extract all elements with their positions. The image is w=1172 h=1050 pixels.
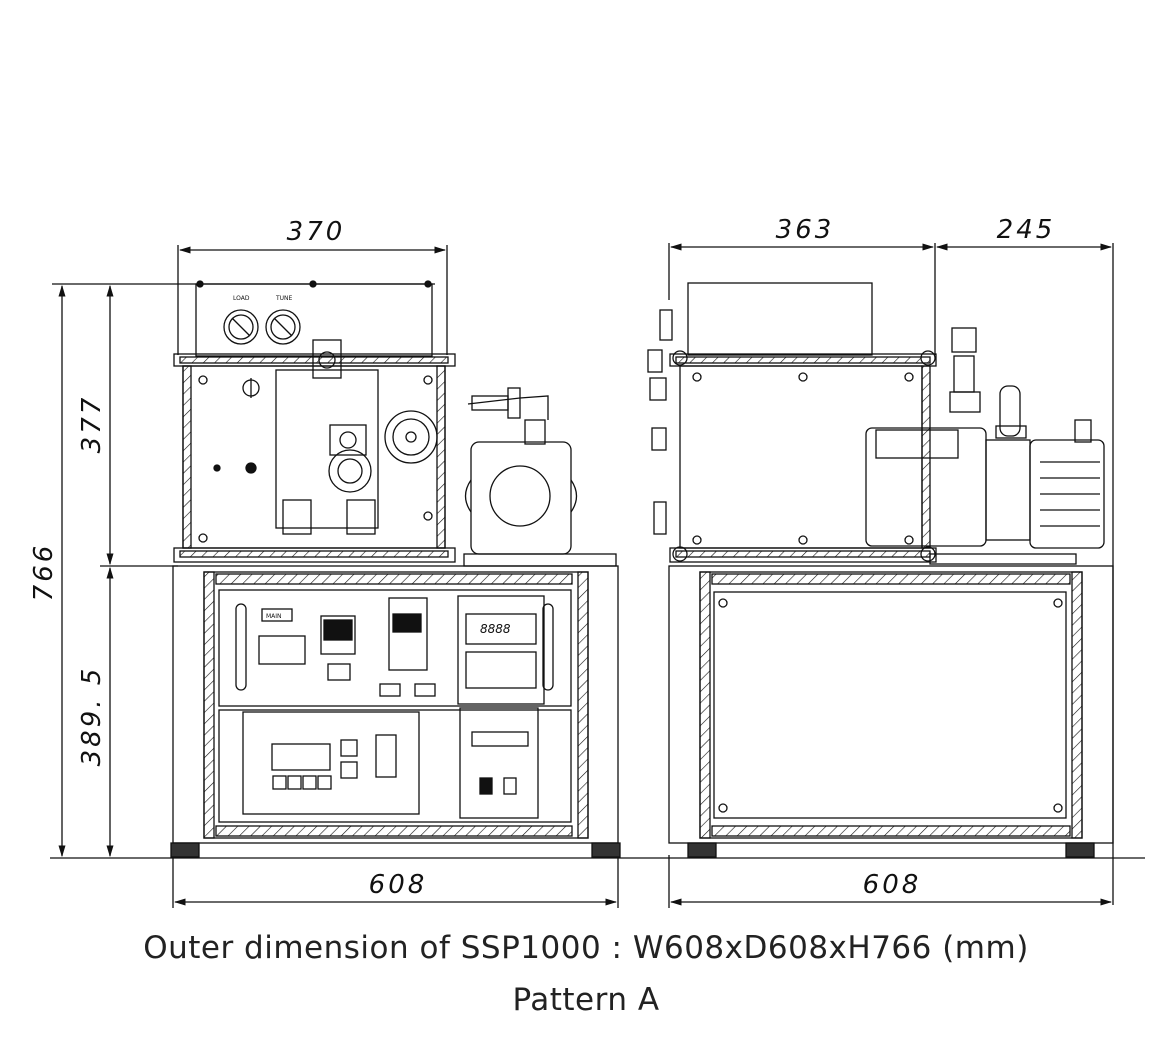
caption-pattern: Pattern A	[512, 982, 660, 1018]
side-view	[647, 282, 1114, 858]
label-load: LOAD	[233, 295, 250, 302]
dim-363: 363	[776, 215, 835, 245]
dim-608-side: 608	[863, 870, 922, 900]
label-tune: TUNE	[275, 295, 293, 302]
dim-245: 245	[997, 215, 1056, 245]
dim-608-front: 608	[369, 870, 428, 900]
dim-389-5: 389. 5	[77, 666, 107, 767]
front-view	[170, 280, 621, 858]
caption-title: Outer dimension of SSP1000 : W608xD608xH…	[143, 930, 1029, 966]
dim-377: 377	[77, 395, 107, 454]
dim-766: 766	[29, 543, 59, 602]
label-readout: 8888	[480, 622, 511, 636]
dim-370: 370	[287, 217, 346, 247]
label-main: MAIN	[266, 613, 282, 620]
